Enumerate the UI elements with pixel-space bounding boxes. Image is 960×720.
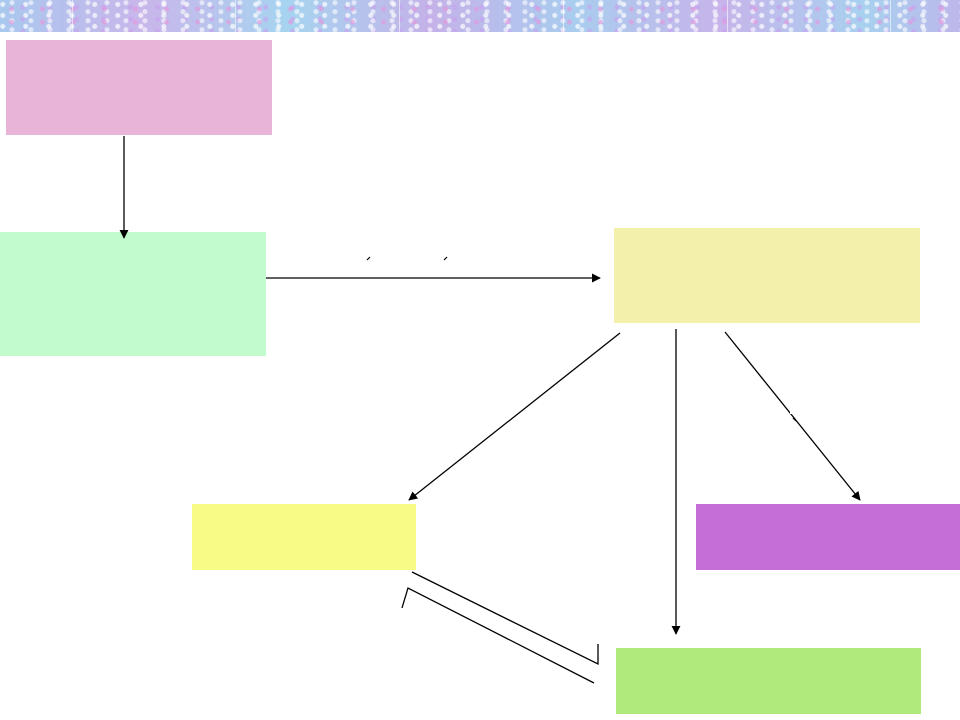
right-bottom-box — [696, 504, 960, 570]
left-middle-box — [0, 232, 266, 356]
right-middle-box — [614, 228, 920, 323]
label-gap — [790, 406, 798, 414]
banner-seam — [563, 0, 564, 32]
center-bottom-box — [192, 504, 416, 570]
banner-seam — [235, 0, 236, 32]
label-tick — [366, 256, 371, 261]
label-tick — [443, 256, 448, 261]
decorative-banner — [0, 0, 960, 32]
arrow-right-middle-to-center-bottom — [408, 332, 621, 501]
banner-seam — [890, 0, 891, 32]
banner-seam — [72, 0, 73, 32]
arrow-right-middle-to-right-bottom — [724, 331, 861, 501]
banner-seam — [727, 0, 728, 32]
top-left-box — [6, 40, 272, 135]
half-arrow-center-bottom-to-bottom-right — [411, 571, 599, 666]
bottom-right-box — [616, 648, 921, 714]
half-arrow-bottom-right-to-center-bottom — [401, 587, 595, 684]
label-tick — [792, 417, 797, 422]
banner-seam — [399, 0, 400, 32]
